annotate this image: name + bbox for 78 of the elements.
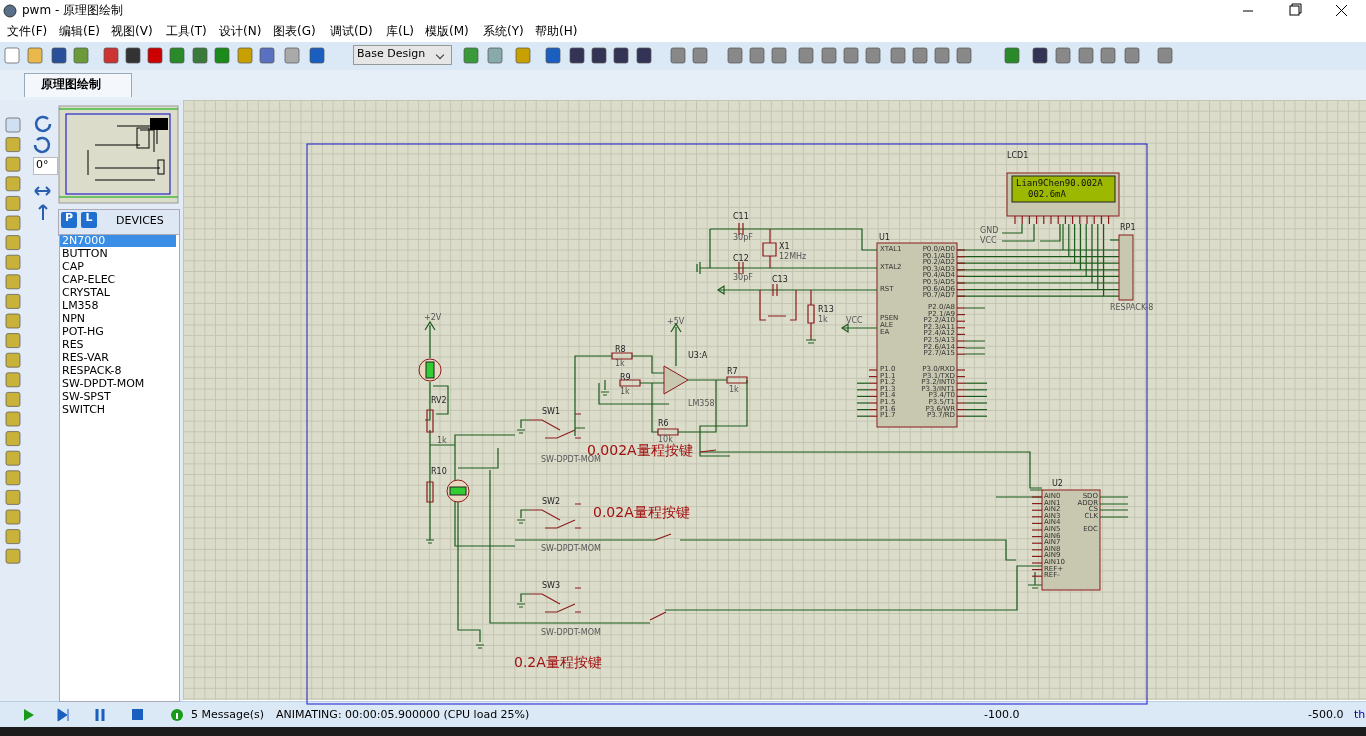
device-list-item: POT-HG [61, 326, 104, 339]
component-label: R10 [431, 468, 447, 477]
menu-item: 编辑(E) [59, 25, 100, 39]
device-list-item: 2N7000 [60, 235, 176, 248]
schematic-tab: 原理图绘制 [24, 73, 132, 97]
component-label: R13 [818, 306, 834, 315]
component-label: R8 [615, 346, 626, 355]
annotation-text: 0.2A量程按键 [514, 655, 602, 671]
component-label: C11 [733, 213, 749, 222]
component-label: R6 [658, 420, 669, 429]
component-value: SW-DPDT-MOM [541, 545, 601, 554]
device-list-item: CAP-ELEC [61, 274, 116, 287]
lcd-text: 002.6mA [1028, 190, 1066, 200]
component-value: 12MHz [779, 253, 807, 262]
device-list-item: CRYSTAL [61, 287, 110, 300]
coordinate-readout: -500.0 [1308, 709, 1344, 722]
lcd-text: Lian9Chen90.002A [1016, 179, 1103, 189]
device-list-item: NPN [61, 313, 86, 326]
menu-item: 系统(Y) [483, 25, 524, 39]
status-text: th [1354, 709, 1366, 722]
component-value: 1k [620, 388, 630, 397]
component-value: LM358 [688, 400, 715, 409]
annotation-text: 0.02A量程按键 [593, 505, 690, 521]
component-label: SW1 [542, 408, 561, 417]
component-label: RV2 [431, 397, 447, 406]
menu-item: 设计(N) [219, 25, 262, 39]
component-value: 30pF [733, 274, 753, 283]
component-label: U2 [1052, 480, 1063, 489]
coordinate-readout: -100.0 [984, 709, 1020, 722]
component-value: 1k [818, 316, 828, 325]
net-label: GND [980, 227, 999, 236]
component-value: 1k [615, 360, 625, 369]
component-label: U3:A [688, 352, 708, 361]
menu-item: 工具(T) [166, 25, 207, 39]
component-label: U1 [879, 234, 890, 243]
menu-item: 视图(V) [111, 25, 153, 39]
component-label: X1 [779, 243, 790, 252]
component-label: LCD1 [1007, 152, 1029, 161]
device-list-item: CAP [61, 261, 84, 274]
menu-item: 库(L) [386, 25, 415, 39]
component-value: 1k [729, 386, 739, 395]
device-list-item: BUTTON [61, 248, 108, 261]
angle-field: 0° [33, 157, 58, 175]
window-title: pwm - 原理图绘制 [22, 4, 124, 18]
menu-item: 帮助(H) [535, 25, 578, 39]
component-label: SW2 [542, 498, 561, 507]
component-value: 30pF [733, 234, 753, 243]
device-list-item: SWITCH [61, 404, 106, 417]
device-list-item: RESPACK-8 [61, 365, 122, 378]
component-label: C12 [733, 255, 749, 264]
menu-item: 调试(D) [330, 25, 373, 39]
device-list-item: RES-VAR [61, 352, 109, 365]
component-value: SW-DPDT-MOM [541, 456, 601, 465]
net-label: VCC [846, 317, 863, 326]
pick-devices-button: P [61, 212, 77, 228]
component-label: SW3 [542, 582, 561, 591]
menu-item: 模版(M) [425, 25, 469, 39]
component-label: RP1 [1120, 224, 1136, 233]
net-label: VCC [980, 237, 997, 246]
component-label: C13 [772, 276, 788, 285]
message-count: 5 Message(s) [191, 709, 265, 722]
device-list-item: RES [61, 339, 84, 352]
component-label: R7 [727, 368, 738, 377]
component-value: 1k [437, 437, 447, 446]
menu-item: 图表(G) [273, 25, 316, 39]
device-list-item: SW-DPDT-MOM [61, 378, 145, 391]
net-label: +2V [424, 314, 442, 323]
component-value: SW-DPDT-MOM [541, 629, 601, 638]
menu-item: 文件(F) [7, 25, 48, 39]
panel-title: DEVICES [116, 215, 164, 228]
device-list-item: SW-SPST [61, 391, 111, 404]
component-label: R9 [620, 374, 631, 383]
status-text: ANIMATING: 00:00:05.900000 (CPU load 25%) [276, 709, 530, 722]
component-value: 10k [658, 436, 673, 444]
design-dropdown: Base Design [353, 45, 452, 65]
device-list-item: LM358 [61, 300, 99, 313]
net-label: +5V [667, 318, 685, 327]
library-button: L [81, 212, 97, 228]
